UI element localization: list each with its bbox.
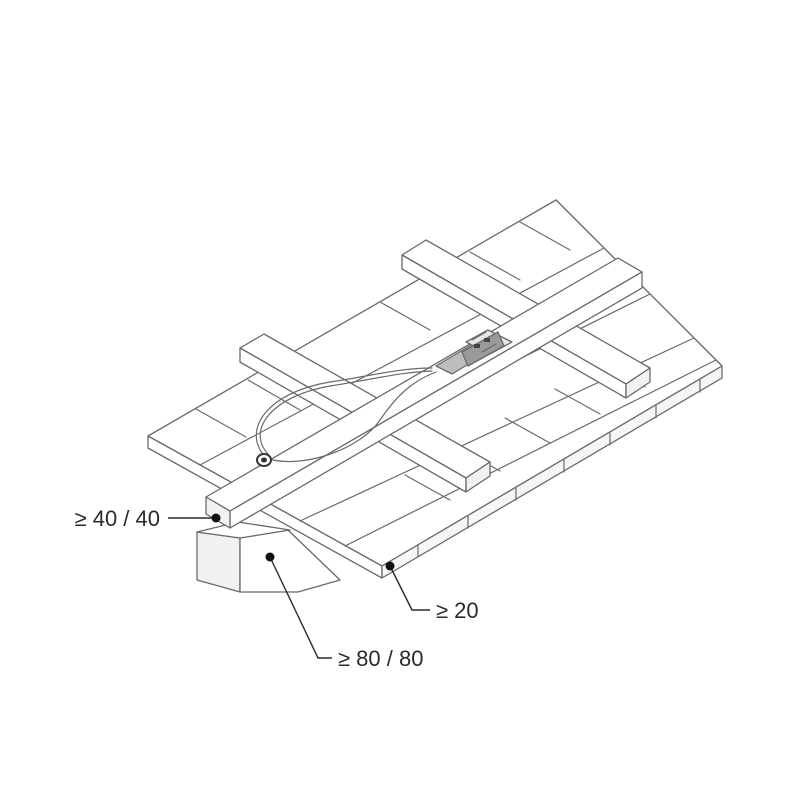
leader-dot-board	[385, 561, 395, 571]
base-beam	[196, 521, 341, 593]
leader-dot-rafter	[211, 513, 221, 523]
anchor-bracket	[435, 329, 513, 375]
front-batten-end	[465, 461, 491, 493]
dimension-label-beam: ≥ 80 / 80	[338, 646, 423, 671]
leader-beam	[265, 552, 332, 659]
deck-right-edge	[381, 365, 723, 579]
safety-cable	[255, 367, 437, 467]
upper-batten-end	[625, 367, 651, 399]
board-end-ticks	[417, 379, 701, 558]
leader-rafter	[168, 513, 221, 523]
leader-board	[385, 561, 430, 611]
rafter	[205, 257, 643, 529]
leader-dot-beam	[265, 552, 275, 562]
dimension-label-rafter: ≥ 40 / 40	[75, 506, 160, 531]
base-beam-end-face	[196, 531, 241, 593]
dimension-label-board: ≥ 20	[436, 598, 479, 623]
rafter-end	[205, 496, 231, 529]
